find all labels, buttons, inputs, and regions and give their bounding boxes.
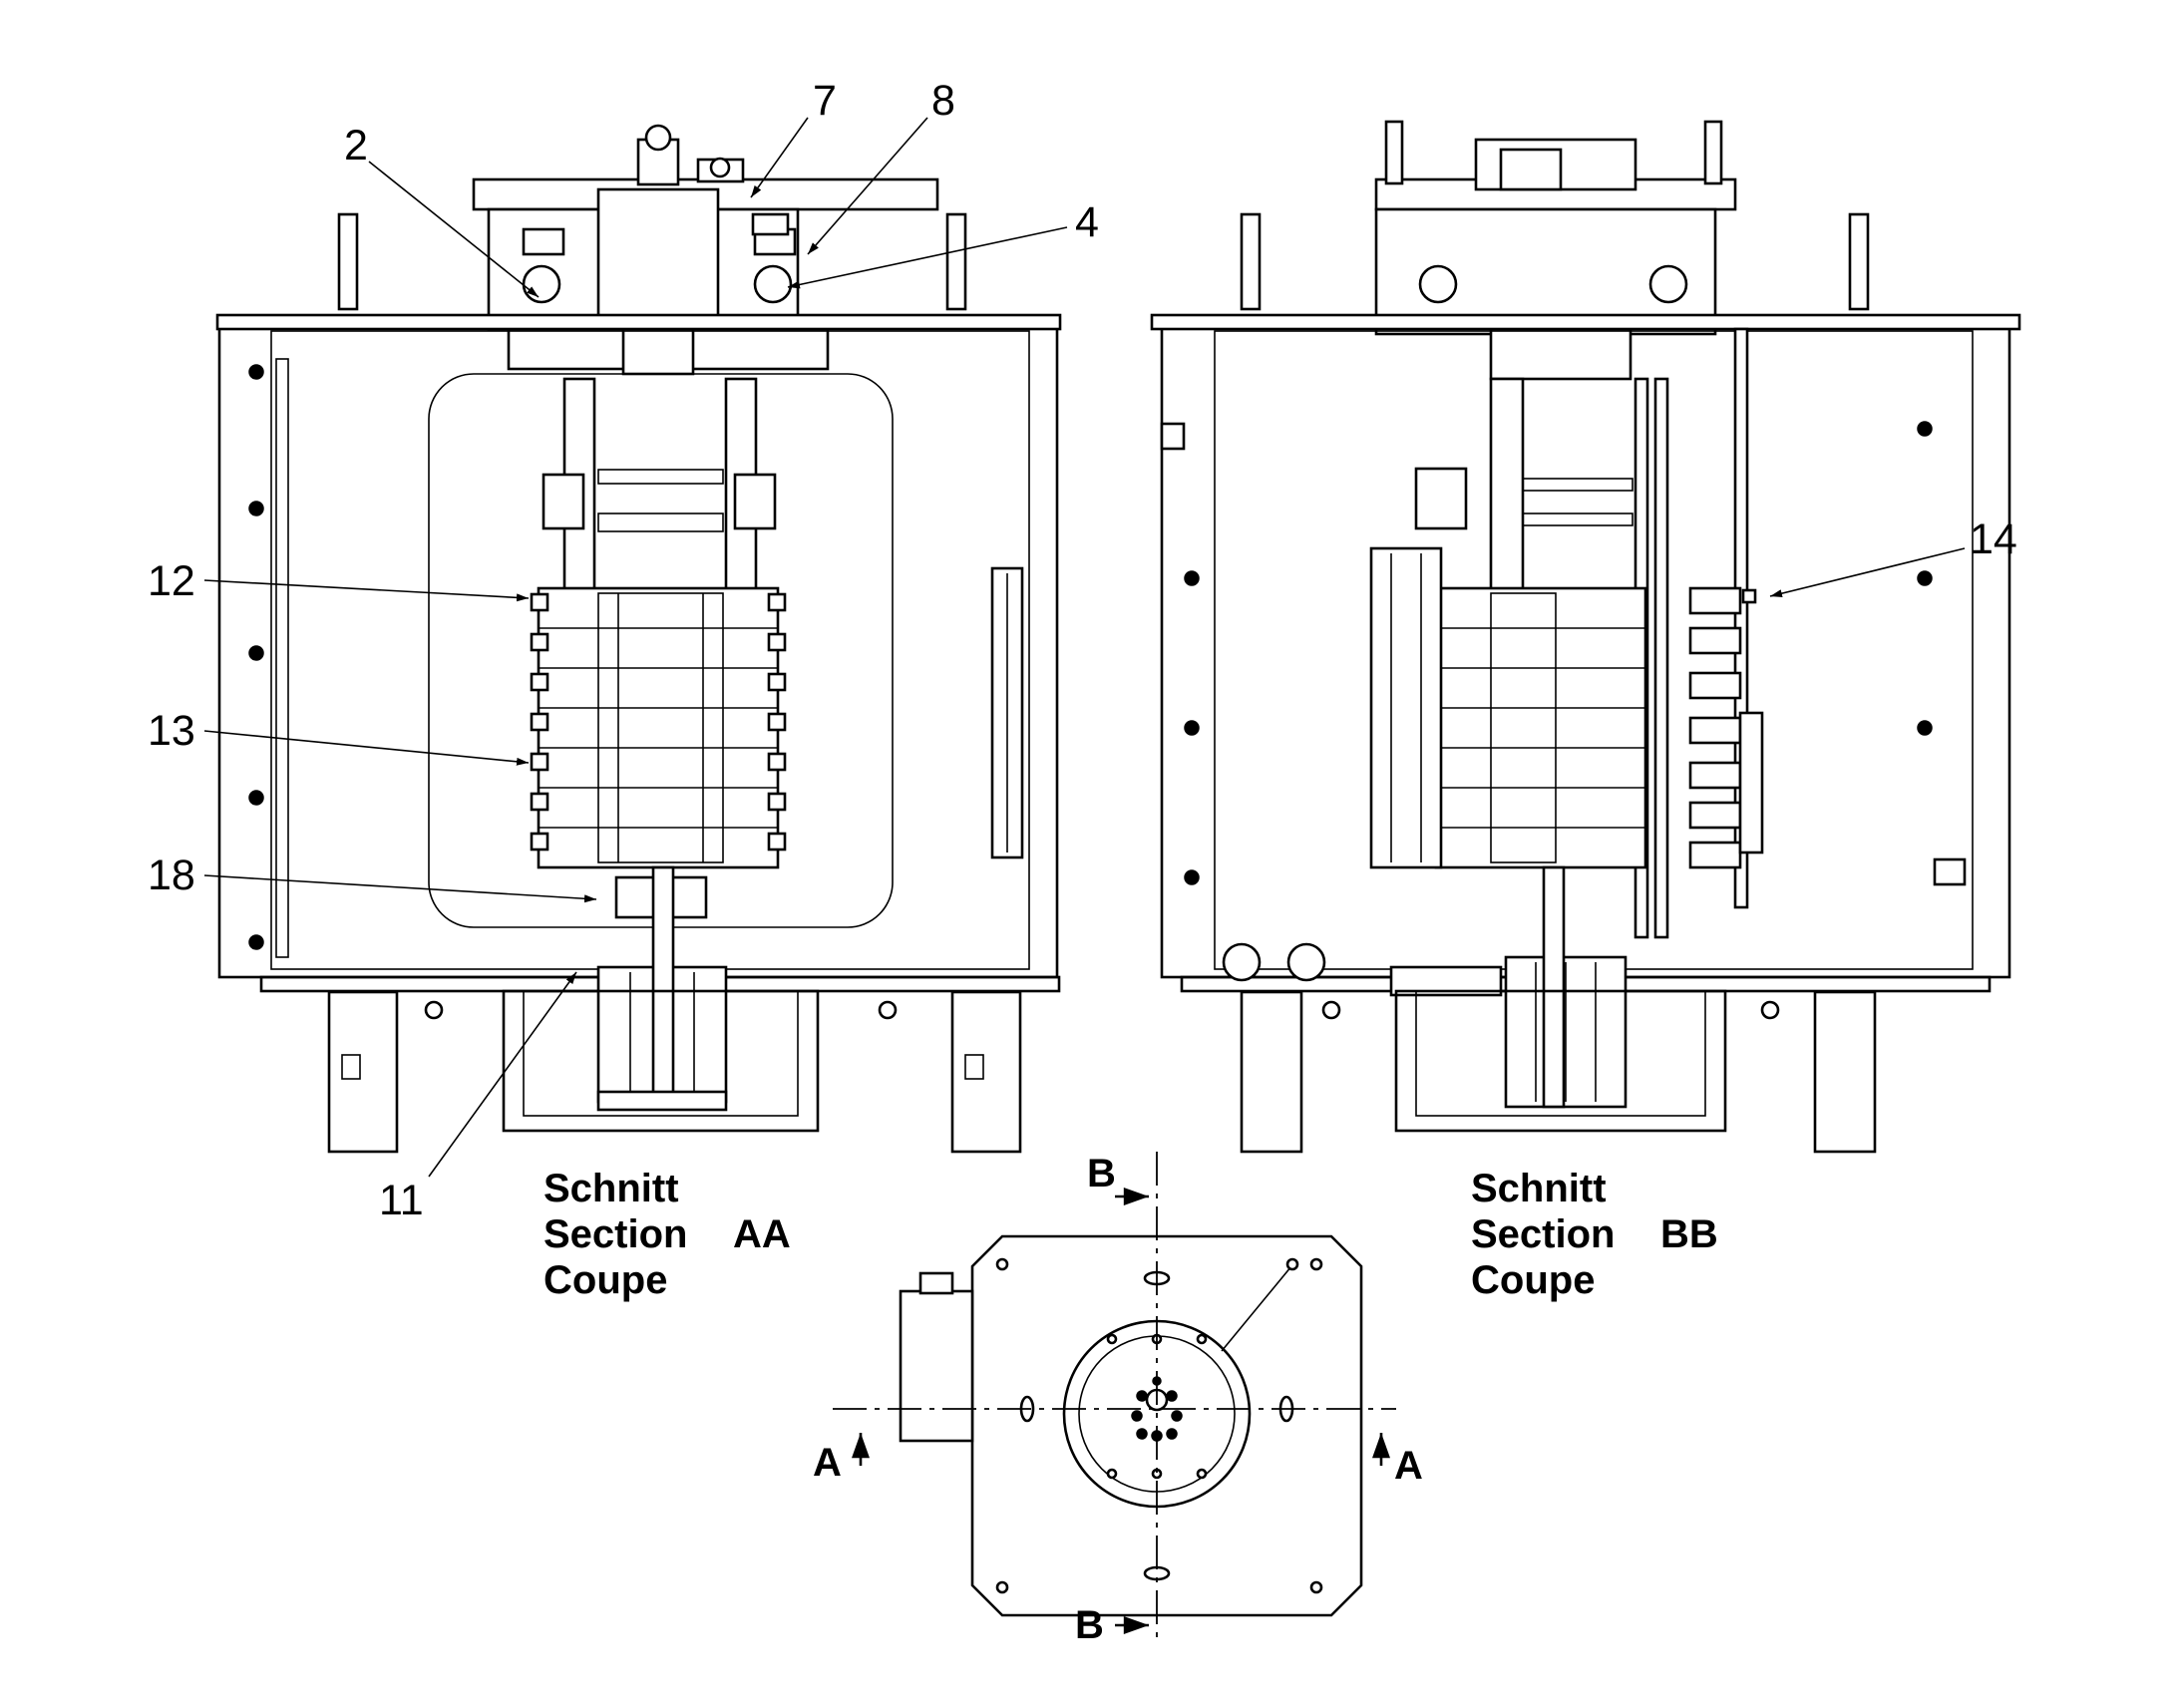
caption-aa-line1: Schnitt [544,1167,679,1210]
caption-section-bb: Schnitt Section Coupe BB [1471,1167,1718,1302]
callout-labels: 2 7 8 4 12 13 18 11 14 [148,77,2017,1224]
caption-aa-tag: AA [733,1212,791,1256]
callout-7: 7 [813,77,837,125]
cut-mark-letters: B B A A [813,1152,1423,1647]
callout-11: 11 [379,1177,424,1224]
caption-bb-line2: Section [1471,1212,1615,1256]
caption-bb-line3: Coupe [1471,1258,1595,1302]
caption-section-aa: Schnitt Section Coupe AA [544,1167,791,1302]
callout-18: 18 [148,852,195,899]
callout-13: 13 [148,707,195,755]
callout-4: 4 [1075,198,1099,246]
cut-mark-arrows [852,1188,1390,1634]
contact-stack-aa [530,586,787,869]
cut-mark-b-bottom: B [1075,1603,1104,1647]
caption-bb-tag: BB [1660,1212,1718,1256]
plan-view [833,1152,1396,1645]
caption-aa-line2: Section [544,1212,687,1256]
section-bb-view [1150,120,2021,1154]
caption-bb-line1: Schnitt [1471,1167,1607,1210]
callout-14: 14 [1970,515,2017,563]
callout-2: 2 [344,122,368,170]
cut-mark-a-left: A [813,1441,842,1485]
section-aa-view [215,124,1062,1154]
leader-lines [203,117,1966,1178]
callout-8: 8 [931,77,955,125]
callout-12: 12 [148,557,195,605]
caption-aa-line3: Coupe [544,1258,667,1302]
cut-mark-b-top: B [1087,1152,1116,1196]
contact-stack-bb [1434,586,1647,869]
cut-mark-a-right: A [1394,1444,1423,1488]
